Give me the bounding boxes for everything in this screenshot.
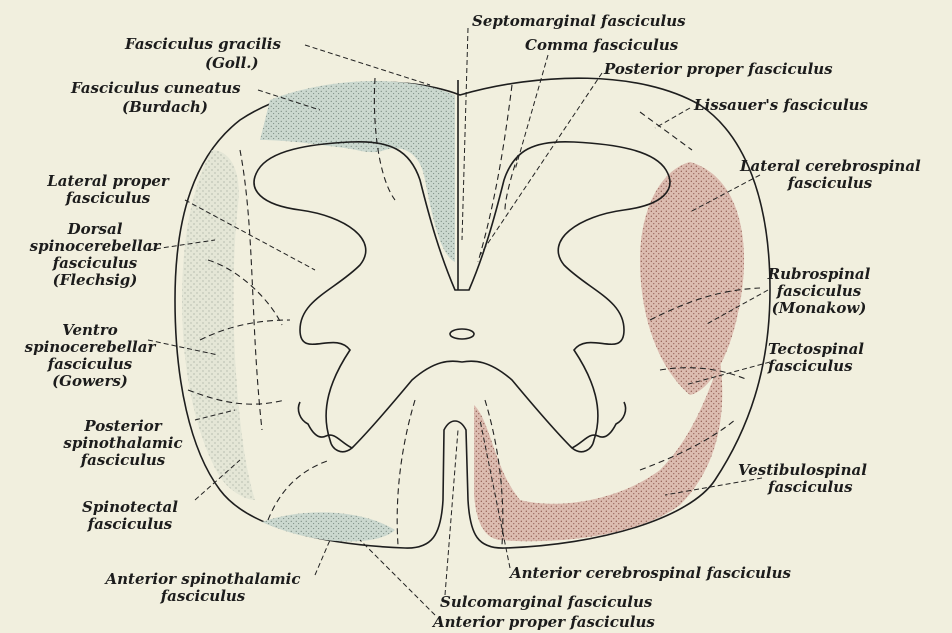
grey-matter (254, 142, 670, 452)
boundary-anterior-left (268, 460, 330, 520)
label-septomarginal: Septomarginal fasciculus (472, 13, 686, 30)
label-goll: (Goll.) (205, 55, 259, 72)
label-posterior-proper: Posterior proper fasciculus (604, 61, 833, 78)
label-fasciculus-cuneatus: Fasciculus cuneatus (71, 80, 241, 97)
label-fasciculus-gracilis: Fasciculus gracilis (125, 36, 281, 53)
label-lissauer: Lissauer's fasciculus (694, 97, 868, 114)
boundary-lissauer (640, 112, 692, 150)
central-canal (450, 329, 474, 339)
anterior-spinothalamic-region (262, 512, 395, 541)
lateral-cerebrospinal-region (640, 162, 744, 395)
boundary-lateral-left (240, 150, 262, 430)
label-comma: Comma fasciculus (525, 37, 678, 54)
boundary-anterior-inner-left (397, 400, 415, 545)
anterior-horn-scallops-right (572, 402, 626, 448)
anterior-horn-scallops-left (298, 402, 352, 448)
dorsal-column-region (260, 81, 455, 262)
label-anterior-cerebrospinal: Anterior cerebrospinal fasciculus (510, 565, 791, 582)
label-sulcomarginal: Sulcomarginal fasciculus (440, 594, 652, 611)
label-anterior-proper: Anterior proper fasciculus (433, 614, 655, 631)
label-burdach: (Burdach) (122, 99, 208, 116)
